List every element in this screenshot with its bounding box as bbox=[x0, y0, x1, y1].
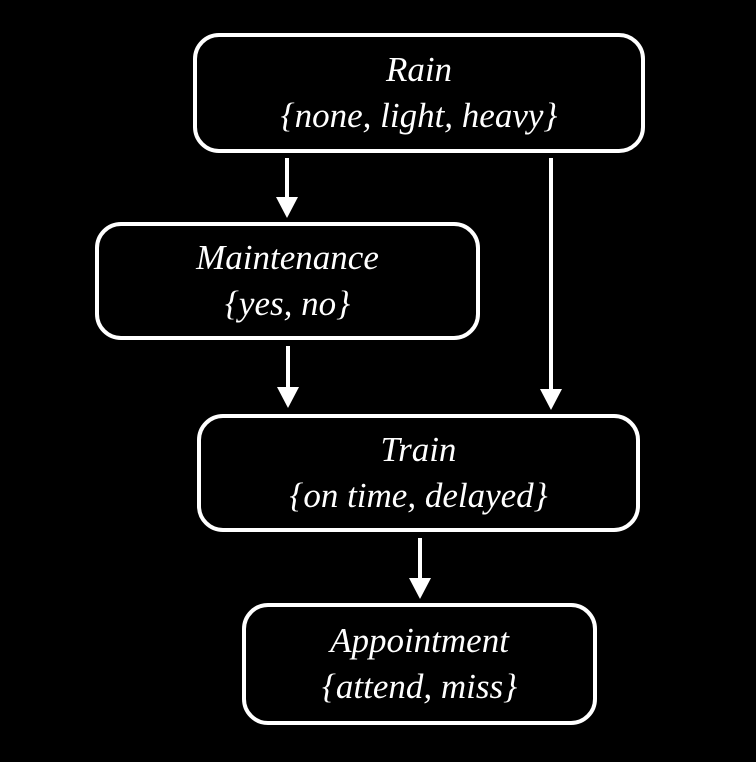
node-appointment: Appointment {attend, miss} bbox=[242, 603, 597, 725]
node-train-states: {on time, delayed} bbox=[289, 476, 548, 515]
node-appointment-states: {attend, miss} bbox=[321, 667, 518, 706]
edge-maintenance-to-train-arrow bbox=[277, 346, 299, 408]
edge-train-to-appointment-arrow bbox=[409, 538, 431, 599]
edge-rain-to-train-arrow bbox=[540, 158, 562, 410]
node-rain: Rain {none, light, heavy} bbox=[193, 33, 645, 153]
node-rain-label: Rain bbox=[385, 50, 453, 89]
node-train: Train {on time, delayed} bbox=[197, 414, 640, 532]
node-maintenance: Maintenance {yes, no} bbox=[95, 222, 480, 340]
node-rain-states: {none, light, heavy} bbox=[280, 96, 558, 135]
edge-rain-to-maintenance-arrow bbox=[276, 158, 298, 218]
node-maintenance-label: Maintenance bbox=[196, 238, 379, 277]
node-maintenance-states: {yes, no} bbox=[224, 284, 351, 323]
node-appointment-label: Appointment bbox=[330, 621, 509, 660]
node-train-label: Train bbox=[380, 430, 457, 469]
